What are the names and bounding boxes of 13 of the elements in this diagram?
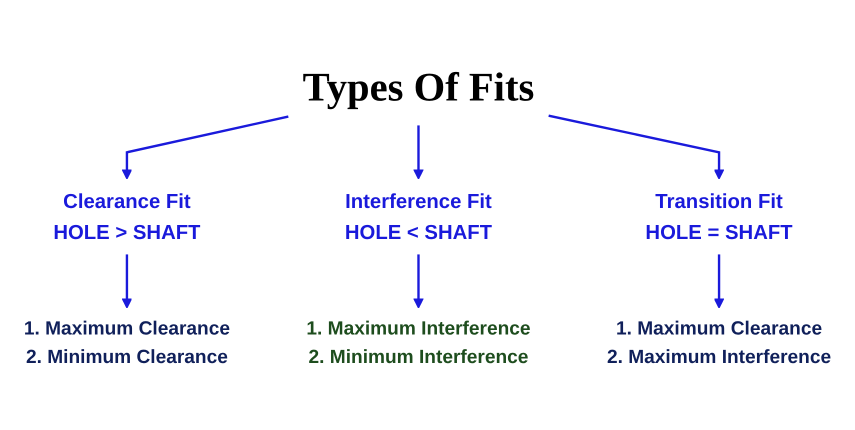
arrow [714,254,724,309]
arrow [548,114,724,180]
arrow [413,254,424,309]
node-text: Transition Fit HOLE = SHAFT [645,190,793,244]
arrow [122,254,132,309]
node-text: 1. Maximum Interference 2. Minimum Interference [306,318,531,368]
node-text: 1. Maximum Clearance 2. Maximum Interference [606,318,832,368]
arrow [122,115,289,180]
node-text: 1. Maximum Clearance 2. Minimum Clearance [24,318,230,368]
node-text: Types Of Fits [302,66,534,110]
node-text: Interference Fit HOLE < SHAFT [344,190,492,244]
arrow [413,125,424,180]
node-text: Clearance Fit HOLE > SHAFT [53,190,201,244]
